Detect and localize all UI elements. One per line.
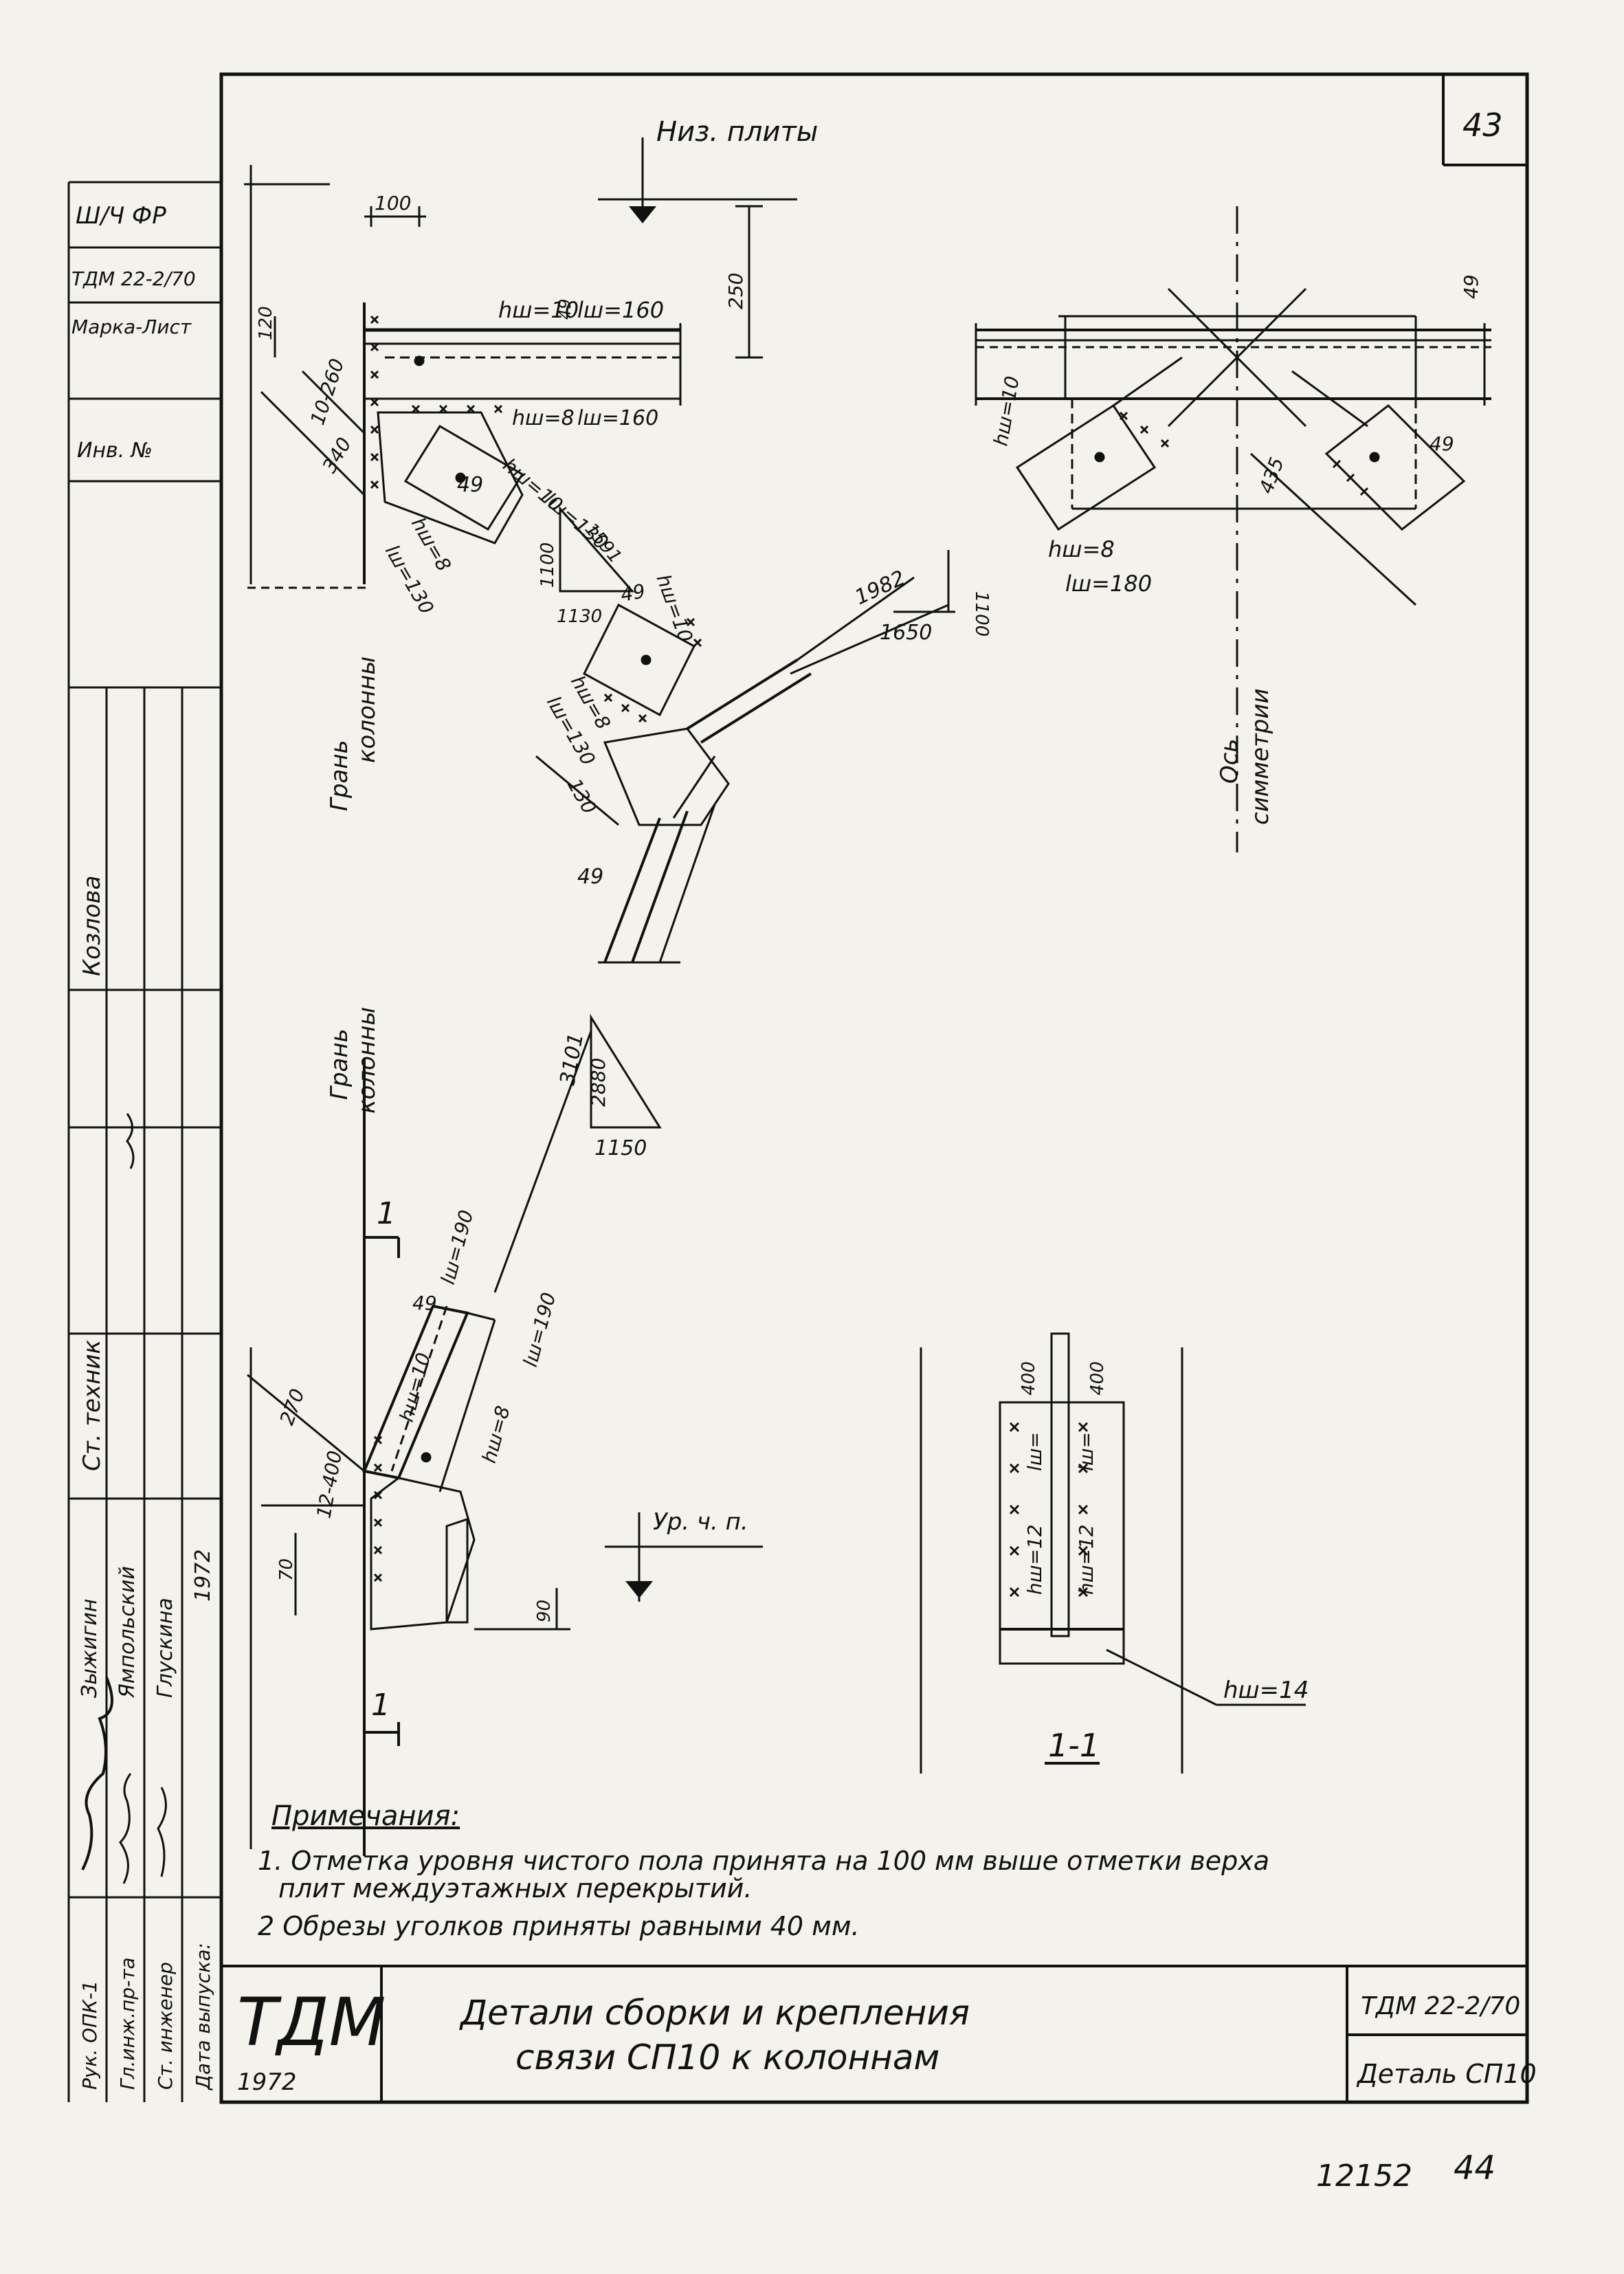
page-mark-right: 44 xyxy=(1454,2149,1495,2187)
svg-text:lш=180: lш=180 xyxy=(1065,571,1152,597)
svg-text:3101: 3101 xyxy=(555,1031,588,1087)
svg-text:1: 1 xyxy=(377,1196,396,1231)
svg-text:hш=12: hш=12 xyxy=(1023,1525,1046,1595)
stamp-technician-role: Ст. техник xyxy=(78,1340,106,1471)
svg-text:lш=: lш= xyxy=(1023,1432,1046,1471)
note-1b: плит междуэтажных перекрытий. xyxy=(278,1873,752,1903)
svg-text:lш=160: lш=160 xyxy=(577,297,664,323)
title-line-2: связи СП10 к колоннам xyxy=(515,2038,939,2077)
detail-bottom-left xyxy=(247,1013,763,1856)
stamp-name-4: 1972 xyxy=(191,1549,215,1602)
section-1-1-labels: 400 400 hш=12 hш=12 lш= lш= hш=14 1-1 xyxy=(1019,1361,1309,1764)
svg-text:12-400: 12-400 xyxy=(312,1449,346,1520)
svg-text:симметрии: симметрии xyxy=(1247,688,1274,825)
svg-text:hш=10: hш=10 xyxy=(395,1350,435,1424)
signature-4 xyxy=(126,1113,135,1169)
stamp-role-3: Ст. инженер xyxy=(154,1962,177,2090)
stamp-technician: Козлова xyxy=(78,876,106,976)
stamp-header-1: Ш/Ч ФР xyxy=(76,202,166,230)
stamp-name-1: Зыжигин xyxy=(78,1599,102,1698)
svg-text:70: 70 xyxy=(276,1558,297,1581)
stamp-role-1: Рук. ОПК-1 xyxy=(78,1980,101,2090)
svg-text:49: 49 xyxy=(457,473,483,497)
side-stamp: Ш/Ч ФР ТДМ 22-2/70 Марка-Лист Инв. № Коз… xyxy=(67,181,221,2102)
svg-text:hш=8: hш=8 xyxy=(1048,536,1115,562)
svg-text:250: 250 xyxy=(724,273,747,309)
stamp-header-3: Марка-Лист xyxy=(71,316,192,338)
svg-text:49: 49 xyxy=(1460,274,1482,299)
stamp-role-2: Гл.инж.пр-та xyxy=(116,1957,139,2090)
svg-text:49: 49 xyxy=(412,1292,437,1314)
svg-text:1: 1 xyxy=(371,1688,390,1723)
svg-text:lш=160: lш=160 xyxy=(577,406,658,430)
svg-text:1650: 1650 xyxy=(880,621,932,645)
title-logo: ТДМ xyxy=(237,1984,386,2061)
svg-text:hш=8: hш=8 xyxy=(512,406,575,430)
signature-2 xyxy=(119,1773,132,1884)
detail-bottom-left-labels: Грань колонны 3101 2880 1150 1 1 49 lш=1… xyxy=(276,1007,748,1723)
svg-text:1100: 1100 xyxy=(971,591,992,637)
signature-3 xyxy=(157,1787,167,1877)
svg-text:lш=190: lш=190 xyxy=(436,1208,478,1287)
svg-text:10-260: 10-260 xyxy=(306,356,348,428)
title-doc-code: ТДМ 22-2/70 xyxy=(1361,1992,1520,2020)
svg-text:2880: 2880 xyxy=(587,1058,610,1107)
stamp-name-3: Глускина xyxy=(153,1598,177,1698)
detail-top-left-labels: Низ. плиты 100 250 120 hш=10 49 lш=160 1… xyxy=(256,116,992,889)
title-line-1: Детали сборки и крепления xyxy=(459,1993,970,2033)
note-1: 1. Отметка уровня чистого пола принята н… xyxy=(258,1846,1269,1876)
note-2: 2 Обрезы уголков приняты равными 40 мм. xyxy=(258,1911,860,1941)
svg-text:hш=12: hш=12 xyxy=(1075,1525,1098,1595)
svg-text:49: 49 xyxy=(577,865,603,889)
svg-text:колонны: колонны xyxy=(353,656,381,763)
svg-text:hш=10: hш=10 xyxy=(498,297,579,323)
svg-text:100: 100 xyxy=(375,192,411,214)
svg-text:400: 400 xyxy=(1087,1361,1108,1395)
svg-text:49: 49 xyxy=(1430,432,1454,455)
svg-text:130: 130 xyxy=(563,775,601,818)
svg-text:колонны: колонны xyxy=(353,1007,381,1114)
svg-text:400: 400 xyxy=(1019,1361,1039,1395)
page-mark-left: 12152 xyxy=(1316,2159,1412,2194)
stamp-role-4: Дата выпуска: xyxy=(192,1943,214,2091)
detail-top-left xyxy=(244,137,955,964)
svg-text:lш=: lш= xyxy=(1075,1432,1098,1471)
svg-text:1130: 1130 xyxy=(557,606,602,627)
svg-text:49: 49 xyxy=(619,579,647,606)
stamp-name-2: Ямпольский xyxy=(115,1566,140,1699)
section-1-1 xyxy=(920,1332,1306,1774)
notes-heading: Примечания: xyxy=(271,1800,460,1832)
svg-text:lш=190: lш=190 xyxy=(519,1290,560,1369)
svg-text:hш=14: hш=14 xyxy=(1223,1677,1309,1704)
signature-1 xyxy=(81,1677,113,1870)
svg-text:Низ. плиты: Низ. плиты xyxy=(656,116,818,148)
title-detail: Деталь СП10 xyxy=(1356,2059,1537,2089)
svg-text:1100: 1100 xyxy=(537,542,558,588)
sheet-frame xyxy=(219,72,1529,2104)
svg-text:hш=10: hш=10 xyxy=(989,375,1023,448)
title-block xyxy=(221,1965,1527,2102)
svg-text:hш=8: hш=8 xyxy=(478,1403,515,1465)
svg-text:49: 49 xyxy=(555,298,575,320)
detail-top-right xyxy=(975,206,1491,852)
stamp-header-2: ТДМ 22-2/70 xyxy=(71,267,196,290)
svg-text:Ур. ч. п.: Ур. ч. п. xyxy=(653,1508,748,1536)
svg-text:1150: 1150 xyxy=(594,1136,647,1160)
svg-text:Грань: Грань xyxy=(326,1028,353,1100)
sheet-number: 43 xyxy=(1462,107,1503,144)
stamp-header-4: Инв. № xyxy=(77,439,153,463)
section-title: 1-1 xyxy=(1048,1727,1100,1764)
title-year: 1972 xyxy=(237,2068,297,2096)
svg-text:340: 340 xyxy=(318,434,355,477)
svg-text:120: 120 xyxy=(256,306,276,340)
svg-text:hш=10: hш=10 xyxy=(652,571,697,645)
svg-text:90: 90 xyxy=(534,1600,555,1622)
svg-text:1982: 1982 xyxy=(852,566,909,610)
notes: Примечания: 1. Отметка уровня чистого по… xyxy=(258,1800,1269,1941)
svg-text:Грань: Грань xyxy=(326,740,353,811)
svg-text:Ось: Ось xyxy=(1216,739,1243,784)
